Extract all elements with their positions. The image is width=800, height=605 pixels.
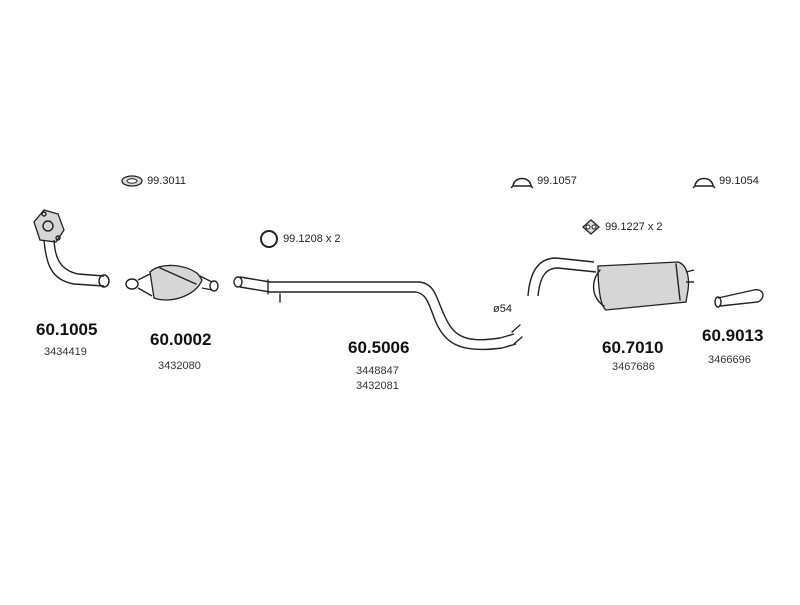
gasket-ring-icon [121, 175, 143, 187]
accessory-label: 99.3011 [147, 174, 187, 187]
oem-number: 3432080 [158, 360, 201, 372]
clamp-icon [510, 177, 534, 189]
oem-number: 3434419 [44, 346, 87, 358]
part-number: 60.7010 [602, 338, 664, 357]
seal-ring-icon [260, 230, 278, 248]
rubber-mount-icon [582, 219, 600, 235]
tail-pipe-drawing [714, 289, 764, 308]
catalytic-converter-drawing [125, 264, 219, 301]
accessory-rubber-mount: 99.1227 x 2 [580, 218, 663, 236]
accessory-label: 99.1208 x 2 [283, 232, 341, 245]
oem-number: 3448847 [356, 365, 399, 377]
part-number: 60.9013 [702, 326, 764, 345]
oem-number: 3432081 [356, 380, 399, 392]
pipe-diameter-label: ø54 [493, 303, 512, 315]
part-number: 60.1005 [36, 320, 98, 339]
part-number: 60.5006 [348, 338, 410, 357]
middle-pipe-drawing [233, 276, 523, 351]
accessory-label: 99.1057 [537, 174, 577, 187]
front-pipe-drawing [33, 209, 110, 288]
accessory-clamp-2: 99.1054 [692, 172, 759, 190]
accessory-seal-ring: 99.1208 x 2 [258, 228, 341, 250]
oem-number: 3467686 [612, 361, 655, 373]
rear-silencer-drawing [527, 257, 695, 311]
clamp-icon [692, 177, 716, 189]
oem-number: 3466696 [708, 354, 751, 366]
accessory-gasket: 99.3011 [120, 174, 186, 188]
accessory-clamp-1: 99.1057 [510, 172, 577, 190]
accessory-label: 99.1054 [719, 174, 759, 187]
part-number: 60.0002 [150, 330, 212, 349]
accessory-label: 99.1227 x 2 [605, 220, 663, 233]
